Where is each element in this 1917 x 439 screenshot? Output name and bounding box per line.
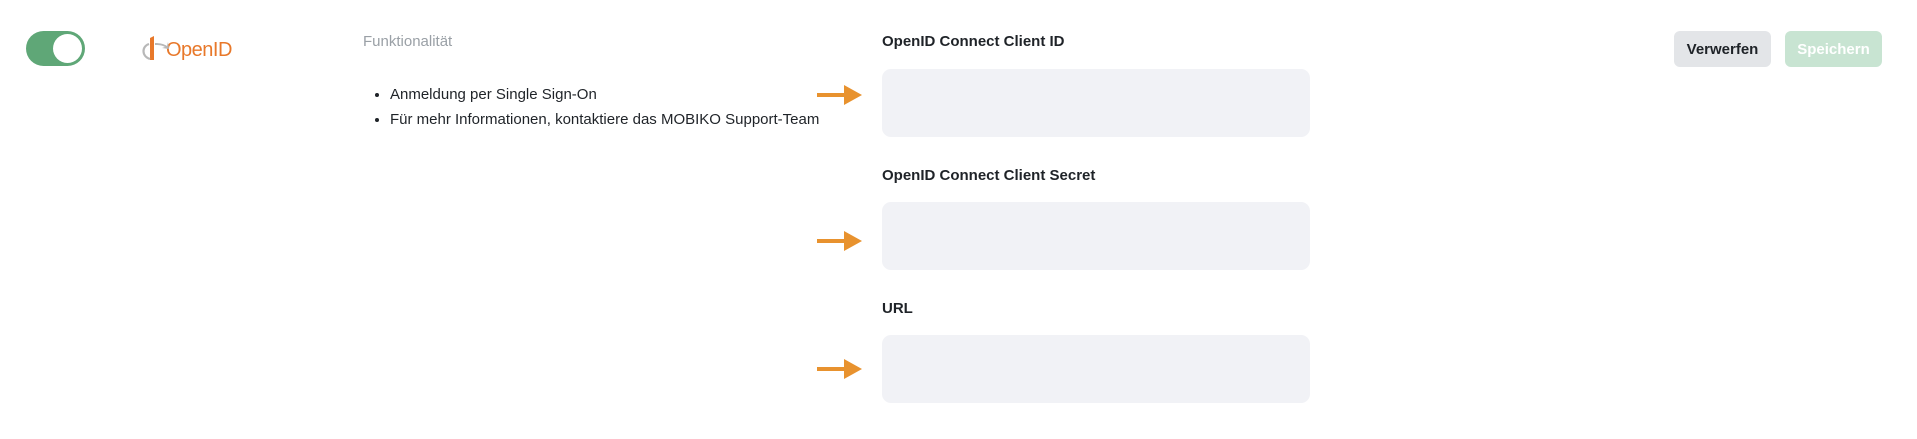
feature-list: Anmeldung per Single Sign-On Für mehr In…	[363, 82, 819, 132]
openid-logo: OpenID	[140, 33, 232, 63]
url-label: URL	[882, 300, 913, 317]
list-item: Für mehr Informationen, kontaktiere das …	[390, 107, 819, 132]
openid-logo-icon	[142, 36, 169, 61]
client-id-input[interactable]	[882, 69, 1310, 137]
arrow-right-icon	[817, 231, 862, 251]
list-item: Anmeldung per Single Sign-On	[390, 82, 819, 107]
client-secret-input[interactable]	[882, 202, 1310, 270]
logo-text: OpenID	[166, 38, 232, 61]
discard-button[interactable]: Verwerfen	[1674, 31, 1771, 67]
section-label: Funktionalität	[363, 33, 453, 50]
client-id-label: OpenID Connect Client ID	[882, 33, 1065, 50]
enable-toggle[interactable]	[26, 31, 85, 66]
arrow-right-icon	[817, 85, 862, 105]
arrow-right-icon	[817, 359, 862, 379]
save-button[interactable]: Speichern	[1785, 31, 1882, 67]
url-input[interactable]	[882, 335, 1310, 403]
client-secret-label: OpenID Connect Client Secret	[882, 167, 1096, 184]
toggle-knob	[53, 34, 82, 63]
